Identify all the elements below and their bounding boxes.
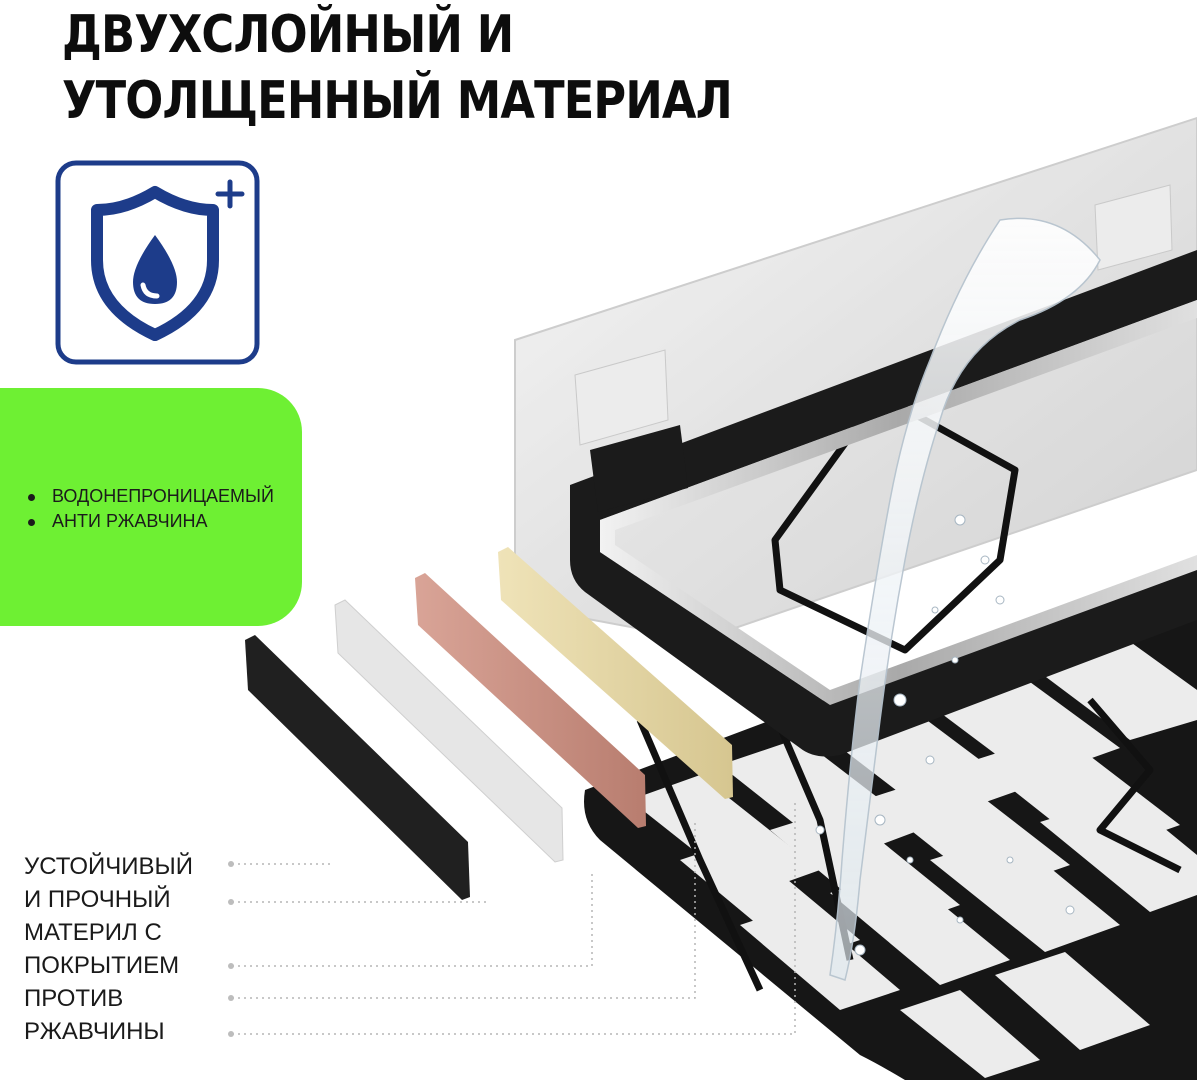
callout-line: И ПРОЧНЫЙ — [24, 886, 171, 913]
callout-dots — [228, 861, 234, 1037]
features-panel: ВОДОНЕПРОНИЦАЕМЫЙ АНТИ РЖАВЧИНА — [0, 388, 302, 626]
water-splash — [815, 217, 1101, 981]
layer-copper — [415, 573, 646, 828]
callout-line: УСТОЙЧИВЫЙ — [24, 853, 194, 880]
callout-leader-lines — [232, 800, 796, 1035]
feature-item-anti-rust: АНТИ РЖАВЧИНА — [24, 509, 274, 534]
title-line-2: УТОЛЩЕННЫЙ МАТЕРИАЛ — [62, 71, 733, 131]
waterproof-badge — [55, 160, 260, 365]
callout-line: РЖАВЧИНЫ — [24, 1018, 165, 1045]
waterproof-shield-icon — [55, 160, 260, 365]
layer-white — [334, 599, 564, 863]
material-layers — [245, 547, 733, 900]
features-list: ВОДОНЕПРОНИЦАЕМЫЙ АНТИ РЖАВЧИНА — [24, 484, 274, 534]
callout-line: ПРОТИВ — [24, 985, 124, 1012]
layer-black — [245, 635, 470, 900]
title-line-1: ДВУХСЛОЙНЫЙ И — [62, 5, 514, 65]
page-title: ДВУХСЛОЙНЫЙ И УТОЛЩЕННЫЙ МАТЕРИАЛ — [62, 2, 733, 134]
material-callout: УСТОЙЧИВЫЙ И ПРОЧНЫЙ МАТЕРИЛ С ПОКРЫТИЕМ… — [24, 850, 193, 1048]
shelf-rim — [570, 250, 1197, 757]
callout-line: ПОКРЫТИЕМ — [24, 952, 180, 979]
layer-gold — [498, 547, 733, 799]
feature-item-waterproof: ВОДОНЕПРОНИЦАЕМЫЙ — [24, 484, 274, 509]
callout-line: МАТЕРИЛ С — [24, 919, 162, 946]
